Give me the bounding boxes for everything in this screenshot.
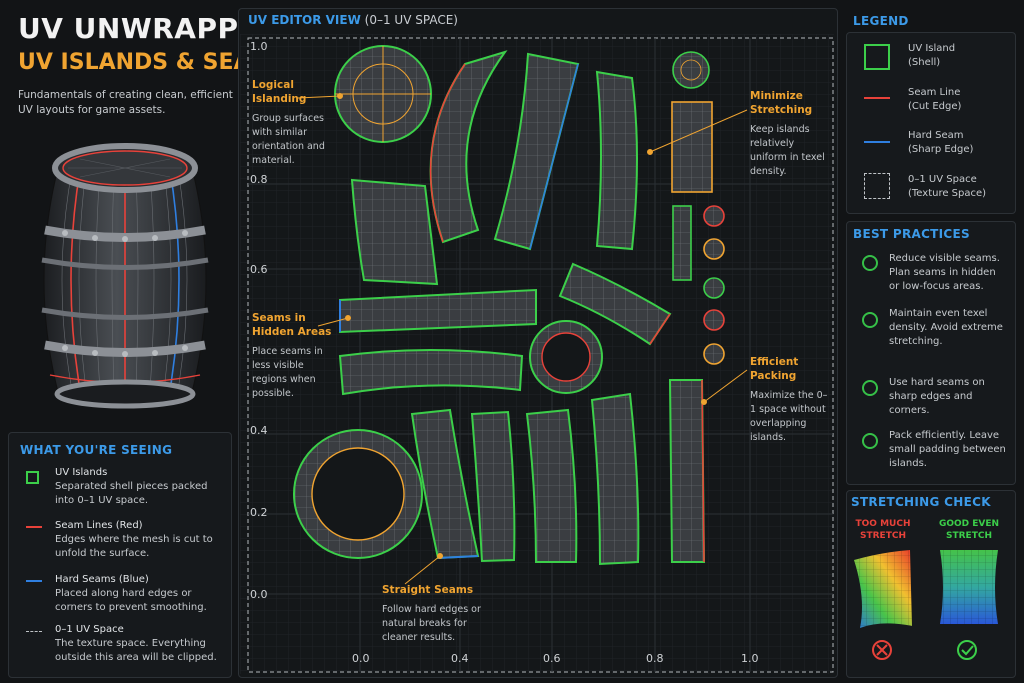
- y-tick-label: 0.2: [250, 506, 268, 519]
- y-tick-label: 0.4: [250, 424, 268, 437]
- x-tick-label: 0.0: [352, 652, 370, 665]
- seeing-item-title: Hard Seams (Blue): [55, 574, 149, 585]
- barrel-illustration: [41, 143, 209, 409]
- legend-item-line: (Texture Space): [908, 188, 987, 199]
- callout-body: Maximize the 0–1 space without overlappi…: [750, 390, 828, 443]
- callout-hidden-seams: Seams in Hidden Areas Place seams in les…: [252, 311, 332, 401]
- callout-title: Straight Seams: [382, 584, 474, 596]
- callout-title: Efficient Packing: [750, 356, 799, 382]
- seeing-item-title: UV Islands: [55, 467, 108, 478]
- island-swatch-icon: [26, 471, 39, 484]
- legend-panel: [846, 32, 1016, 214]
- seeing-item-title: 0–1 UV Space: [55, 624, 124, 635]
- callout-body: Keep islands relatively uniform in texel…: [750, 124, 825, 177]
- uv-space-border: [247, 37, 834, 673]
- check-icon: [957, 640, 977, 660]
- legend-item-line: Hard Seam: [908, 130, 964, 141]
- callout-body: Place seams in less visible regions when…: [252, 346, 323, 399]
- uv-island-stave: [590, 392, 640, 566]
- legend-item-line: Seam Line: [908, 87, 961, 98]
- legend-item: UV Island (Shell): [908, 42, 955, 70]
- hard-seam-line-icon: [864, 141, 890, 143]
- stretching-check-title: STRETCHING CHECK: [851, 495, 991, 509]
- callout-efficient-packing: Efficient Packing Maximize the 0–1 space…: [750, 355, 828, 445]
- seeing-item-body: The texture space. Everything outside th…: [55, 638, 217, 663]
- legend-title: LEGEND: [853, 14, 909, 28]
- x-tick-label: 0.6: [543, 652, 561, 665]
- uv-island-tall-strip: [668, 379, 706, 563]
- seam-line-icon: [864, 97, 890, 99]
- check-icon: [862, 255, 878, 271]
- uv-space-dashed-icon: [26, 631, 42, 632]
- island-swatch-icon: [864, 44, 890, 70]
- callout-body: Group surfaces with similar orientation …: [252, 113, 325, 166]
- good-stretch-label: GOOD EVEN STRETCH: [938, 519, 1000, 541]
- legend-item: 0–1 UV Space (Texture Space): [908, 173, 986, 201]
- editor-title: UV EDITOR VIEW (0–1 UV SPACE): [248, 13, 458, 27]
- uv-island-hoop-band: [338, 349, 524, 396]
- too-much-stretch-label: TOO MUCH STRETCH: [855, 519, 911, 541]
- uv-island-bolt-column: [703, 205, 725, 365]
- x-tick-label: 0.4: [451, 652, 469, 665]
- uv-island-strip: [672, 205, 692, 281]
- editor-title-main: UV EDITOR VIEW: [248, 13, 361, 27]
- callout-minimize-stretching: Minimize Stretching Keep islands relativ…: [750, 89, 828, 179]
- legend-item-line: 0–1 UV Space: [908, 174, 977, 185]
- practice-item: Use hard seams on sharp edges and corner…: [889, 377, 985, 416]
- x-tick-label: 0.8: [646, 652, 664, 665]
- callout-title: Seams in Hidden Areas: [252, 312, 332, 338]
- seeing-item-title: Seam Lines (Red): [55, 520, 143, 531]
- legend-item: Seam Line (Cut Edge): [908, 86, 961, 114]
- y-tick-label: 1.0: [250, 40, 268, 53]
- seeing-item-body: Separated shell pieces packed into 0–1 U…: [55, 481, 208, 506]
- legend-item-line: (Shell): [908, 57, 941, 68]
- hard-seam-line-icon: [26, 580, 42, 582]
- check-icon: [862, 312, 878, 328]
- uv-island-rect: [671, 101, 713, 193]
- best-practices-title: BEST PRACTICES: [853, 227, 970, 241]
- legend-item: Hard Seam (Sharp Edge): [908, 129, 973, 157]
- uv-island-ring: [529, 320, 603, 394]
- callout-straight-seams: Straight Seams Follow hard edges or natu…: [382, 583, 492, 645]
- callout-title: Minimize Stretching: [750, 90, 813, 116]
- uv-island-stave: [595, 70, 638, 251]
- seeing-item-body: Edges where the mesh is cut to unfold th…: [55, 534, 213, 559]
- page-description: Fundamentals of creating clean, efficien…: [18, 89, 233, 116]
- uv-island-panel: [350, 178, 439, 286]
- seam-line-icon: [26, 526, 42, 528]
- check-icon: [862, 433, 878, 449]
- callout-leaders: [297, 93, 748, 585]
- what-youre-seeing-panel: [8, 432, 232, 678]
- y-tick-label: 0.8: [250, 173, 268, 186]
- callout-title: Logical Islanding: [252, 79, 307, 105]
- practice-item: Pack efficiently. Leave small padding be…: [889, 430, 1006, 469]
- uv-island-large-ring: [293, 429, 423, 559]
- uv-island-small-disc: [672, 51, 710, 89]
- practice-item: Reduce visible seams. Plan seams in hidd…: [889, 253, 1000, 292]
- seeing-item-body: Placed along hard edges or corners to pr…: [55, 588, 207, 613]
- uv-space-dashed-icon: [864, 173, 890, 199]
- cross-icon: [872, 640, 892, 660]
- legend-item-line: (Cut Edge): [908, 101, 962, 112]
- legend-item-line: (Sharp Edge): [908, 144, 974, 155]
- uv-island-disc: [334, 45, 432, 143]
- x-tick-label: 1.0: [741, 652, 759, 665]
- stretch-samples: [854, 550, 998, 660]
- y-tick-label: 0.0: [250, 588, 268, 601]
- uv-grid-canvas[interactable]: [240, 34, 834, 674]
- callout-logical-islanding: Logical Islanding Group surfaces with si…: [252, 78, 332, 168]
- check-icon: [862, 380, 878, 396]
- legend-item-line: UV Island: [908, 43, 956, 54]
- uv-island-stave: [470, 410, 516, 563]
- practice-item: Maintain even texel density. Avoid extre…: [889, 308, 1003, 347]
- y-tick-label: 0.6: [250, 263, 268, 276]
- editor-title-suffix: (0–1 UV SPACE): [364, 13, 458, 27]
- seeing-title: WHAT YOU'RE SEEING: [20, 443, 173, 457]
- callout-body: Follow hard edges or natural breaks for …: [382, 604, 481, 643]
- uv-island-stave: [525, 408, 578, 563]
